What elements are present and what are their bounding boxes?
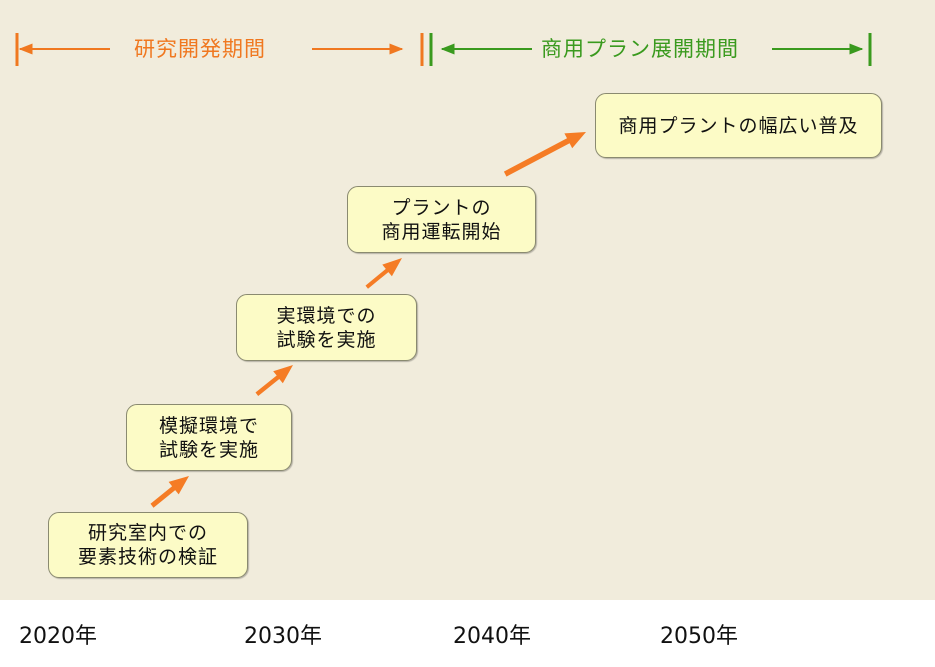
step-arrow-1 <box>150 476 189 508</box>
step-box-lab-verification: 研究室内での 要素技術の検証 <box>48 512 248 578</box>
step-box-simulated-env: 模擬環境で 試験を実施 <box>126 404 292 471</box>
year-label-2030: 2030年 <box>244 624 322 649</box>
step-arrow-3 <box>365 258 402 289</box>
step-box-real-env: 実環境での 試験を実施 <box>236 294 417 361</box>
step-4-line-2: 商用運転開始 <box>381 220 502 243</box>
step-2-line-1: 模擬環境で <box>158 414 259 437</box>
step-3-line-1: 実環境での <box>276 304 377 327</box>
step-2-line-2: 試験を実施 <box>158 438 259 461</box>
step-1-line-2: 要素技術の検証 <box>77 546 218 568</box>
year-label-2020: 2020年 <box>19 624 97 649</box>
step-1-line-1: 研究室内での <box>87 522 208 544</box>
step-box-commercial-start: プラントの 商用運転開始 <box>347 186 536 253</box>
year-label-2040: 2040年 <box>453 624 531 649</box>
commercial-period-label: 商用プラン展開期間 <box>541 37 739 61</box>
step-5-line-1: 商用プラントの幅広い普及 <box>618 114 859 137</box>
step-arrow-4 <box>503 132 586 177</box>
year-label-2050: 2050年 <box>660 624 738 649</box>
step-3-line-2: 試験を実施 <box>276 328 377 351</box>
step-arrow-2 <box>255 365 293 396</box>
research-period-label: 研究開発期間 <box>134 37 266 61</box>
step-box-wide-adoption: 商用プラントの幅広い普及 <box>595 93 882 158</box>
step-4-line-1: プラントの <box>391 196 492 219</box>
